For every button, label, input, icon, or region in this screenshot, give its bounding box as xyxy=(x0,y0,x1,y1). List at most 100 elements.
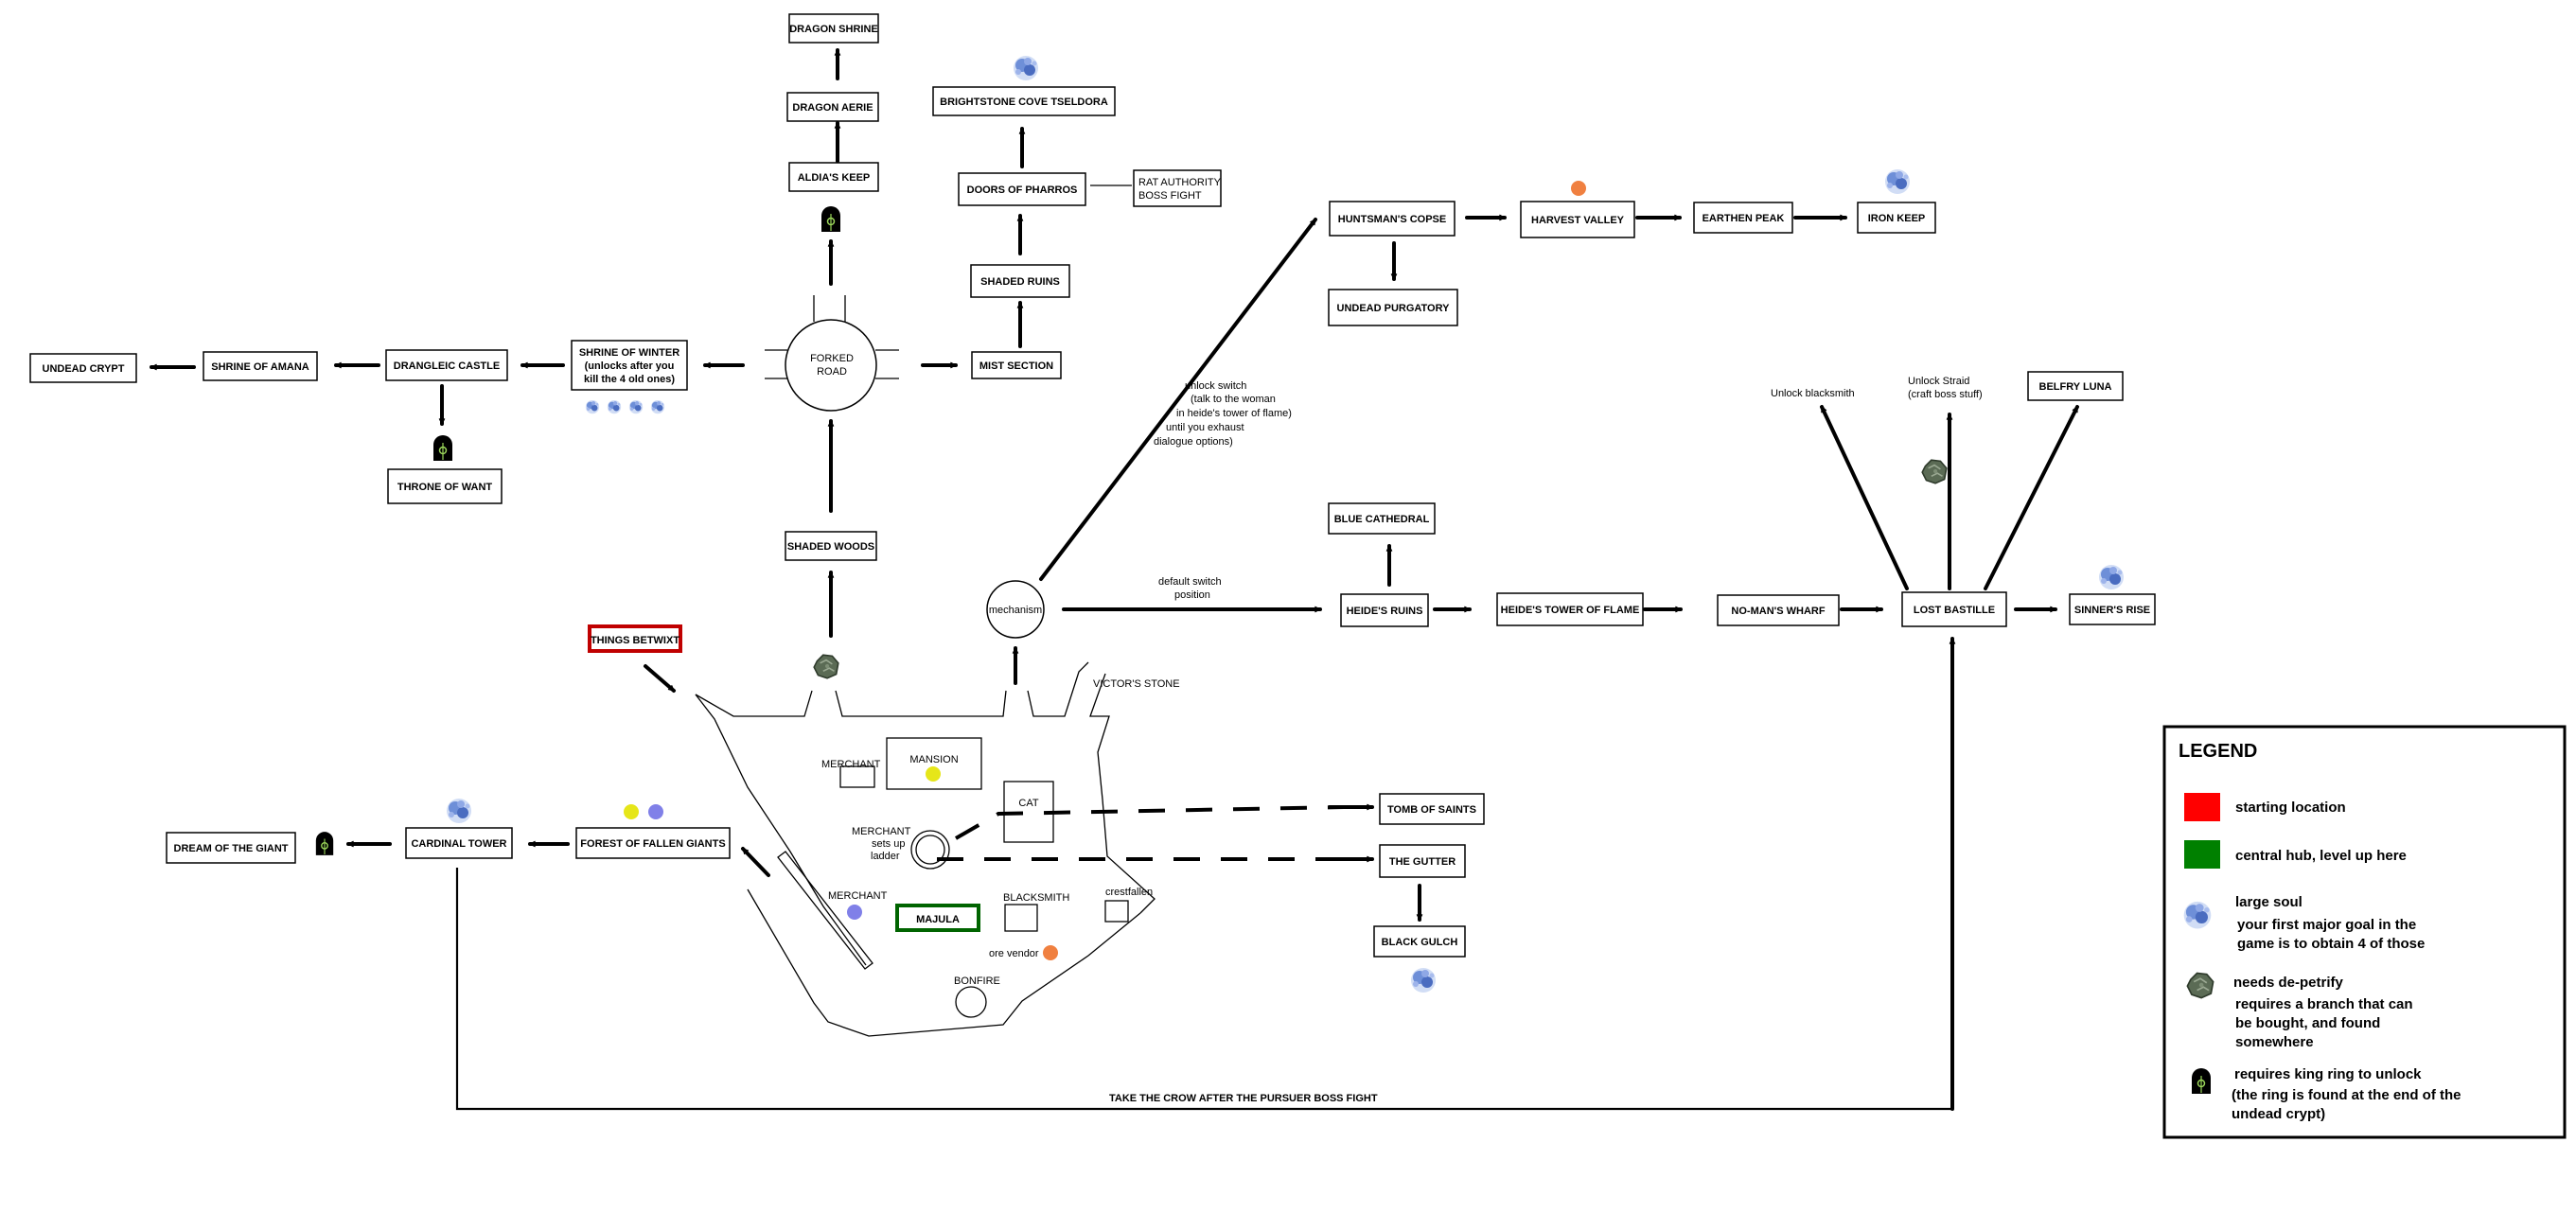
large-soul-icon xyxy=(1014,56,1038,80)
legend-starting-label: starting location xyxy=(2235,800,2346,816)
location-node-belfry-luna: BELFRY LUNA xyxy=(2027,371,2124,401)
large-soul-icon xyxy=(447,799,471,823)
node-label: DRANGLEIC CASTLE xyxy=(394,360,500,372)
node-label: HARVEST VALLEY xyxy=(1531,215,1625,226)
blacksmith-label: BLACKSMITH xyxy=(1003,892,1069,904)
location-node-dream-of-the-giant: DREAM OF THE GIANT xyxy=(166,832,296,864)
cat-label: CAT xyxy=(1018,798,1038,809)
unlock-switch-note: unlock switch xyxy=(1185,380,1246,392)
location-node-blue-cathedral: BLUE CATHEDRAL xyxy=(1328,502,1436,535)
legend-petrify-label: be bought, and found xyxy=(2235,1015,2380,1031)
node-label: SHRINE OF AMANA xyxy=(211,361,309,373)
node-label: SHADED WOODS xyxy=(787,541,874,553)
location-node-dragon-aerie: DRAGON AERIE xyxy=(786,92,879,122)
victors-stone-label: VICTOR'S STONE xyxy=(1093,678,1180,690)
location-node-rat-authority: RAT AUTHORITY BOSS FIGHT xyxy=(1133,169,1222,207)
bonfire-icon xyxy=(955,986,987,1018)
large-soul-icon xyxy=(607,399,622,414)
node-label: MIST SECTION xyxy=(979,360,1053,372)
legend-soul-label: large soul xyxy=(2235,894,2303,910)
node-label: THE GUTTER xyxy=(1389,856,1456,868)
merchant-ladder-label: MERCHANT xyxy=(852,826,911,837)
node-label: DOORS OF PHARROS xyxy=(967,185,1078,196)
location-node-shaded-woods: SHADED WOODS xyxy=(785,531,877,561)
king-ring-door-icon xyxy=(820,205,841,233)
location-node-harvest-valley: HARVEST VALLEY xyxy=(1520,201,1635,238)
legend-petrify-label: needs de-petrify xyxy=(2233,975,2344,991)
location-node-undead-purgatory: UNDEAD PURGATORY xyxy=(1328,289,1458,326)
legend-soul-label: game is to obtain 4 of those xyxy=(2237,936,2425,952)
petrified-rock-icon xyxy=(1921,459,1948,484)
location-node-black-gulch: BLACK GULCH xyxy=(1373,925,1466,958)
node-label: DRAGON SHRINE xyxy=(789,24,878,35)
ore-vendor-label: ore vendor xyxy=(989,948,1039,959)
orange-marker-icon xyxy=(1571,181,1586,196)
majula-area-map: MERCHANT MANSION CAT MERCHANT sets up la… xyxy=(695,661,1180,1037)
legend-king-label: (the ring is found at the end of the xyxy=(2232,1087,2461,1103)
legend-soul-label: your first major goal in the xyxy=(2237,917,2416,933)
orange-marker-icon xyxy=(1043,945,1058,960)
large-soul-icon xyxy=(2183,901,2212,929)
large-soul-icon xyxy=(585,399,600,414)
location-node-mist-section: MIST SECTION xyxy=(971,351,1062,379)
location-node-heides-tower-of-flame: HEIDE'S TOWER OF FLAME xyxy=(1496,592,1644,626)
node-label: UNDEAD CRYPT xyxy=(43,363,125,375)
petrified-rock-icon xyxy=(813,654,839,679)
location-node-doors-of-pharros: DOORS OF PHARROS xyxy=(958,172,1086,206)
unlock-switch-note: dialogue options) xyxy=(1154,436,1233,448)
connection-arrows xyxy=(150,48,2079,1111)
node-label: (unlocks after you xyxy=(585,360,675,372)
king-ring-door-icon xyxy=(2191,1067,2212,1095)
node-label: HEIDE'S RUINS xyxy=(1347,606,1423,617)
node-label: DRAGON AERIE xyxy=(792,102,873,114)
bonfire-label: BONFIRE xyxy=(954,976,1000,987)
location-node-shrine-of-amana: SHRINE OF AMANA xyxy=(203,351,318,381)
location-node-dragon-shrine: DRAGON SHRINE xyxy=(788,13,879,44)
location-node-iron-keep: IRON KEEP xyxy=(1857,202,1936,234)
node-label: SINNER'S RISE xyxy=(2074,605,2150,616)
node-label: THINGS BETWIXT xyxy=(591,635,679,646)
king-ring-door-icon xyxy=(432,434,453,462)
large-soul-icon xyxy=(628,399,644,414)
node-label: SHRINE OF WINTER xyxy=(579,347,679,359)
majula-hub-box xyxy=(895,904,980,932)
node-label: BLACK GULCH xyxy=(1382,937,1458,948)
legend-king-label: undead crypt) xyxy=(2232,1106,2325,1122)
node-label: SHADED RUINS xyxy=(980,276,1060,288)
location-node-shrine-of-winter: SHRINE OF WINTER (unlocks after you kill… xyxy=(571,340,688,391)
forked-road-node: FORKED ROAD xyxy=(765,295,899,412)
node-label: BOSS FIGHT xyxy=(1138,190,1202,202)
large-soul-icon xyxy=(2099,565,2124,589)
merchant-ladder-label: sets up xyxy=(872,838,905,850)
large-soul-icon xyxy=(1411,968,1436,993)
annotation-labels: unlock switch (talk to the woman in heid… xyxy=(1109,376,1983,1104)
blue-marker-icon xyxy=(847,905,862,920)
merchant-label: MERCHANT xyxy=(828,890,888,902)
crestfallen-label: crestfallen xyxy=(1105,887,1153,898)
node-label: CARDINAL TOWER xyxy=(411,838,506,850)
node-label: BELFRY LUNA xyxy=(2039,381,2112,393)
merchant-label: MERCHANT xyxy=(821,759,881,770)
node-label: IRON KEEP xyxy=(1868,213,1926,224)
node-label: BLUE CATHEDRAL xyxy=(1334,514,1430,525)
forked-road-label: FORKED xyxy=(810,353,854,364)
unlock-switch-note: until you exhaust xyxy=(1166,422,1244,433)
location-node-things-betwixt: THINGS BETWIXT xyxy=(588,624,682,653)
location-node-huntsmans-copse: HUNTSMAN'S COPSE xyxy=(1329,201,1456,237)
node-label: HUNTSMAN'S COPSE xyxy=(1338,214,1446,225)
unlock-straid-note: Unlock Straid xyxy=(1908,376,1969,387)
unlock-switch-note: (talk to the woman xyxy=(1191,394,1276,405)
location-node-no-mans-wharf: NO-MAN'S WHARF xyxy=(1717,594,1840,626)
node-label: HEIDE'S TOWER OF FLAME xyxy=(1501,605,1640,616)
location-node-sinners-rise: SINNER'S RISE xyxy=(2069,593,2156,625)
unlock-blacksmith-note: Unlock blacksmith xyxy=(1771,388,1855,399)
location-node-aldias-keep: ALDIA'S KEEP xyxy=(788,162,879,192)
location-node-the-gutter: THE GUTTER xyxy=(1379,844,1466,878)
node-label: THRONE OF WANT xyxy=(397,482,492,493)
mansion-label: MANSION xyxy=(909,754,958,765)
crow-path-note: TAKE THE CROW AFTER THE PURSUER BOSS FIG… xyxy=(1109,1093,1378,1104)
king-ring-door-icon xyxy=(315,831,334,856)
node-label: TOMB OF SAINTS xyxy=(1387,804,1476,816)
node-label: FOREST OF FALLEN GIANTS xyxy=(580,838,725,850)
